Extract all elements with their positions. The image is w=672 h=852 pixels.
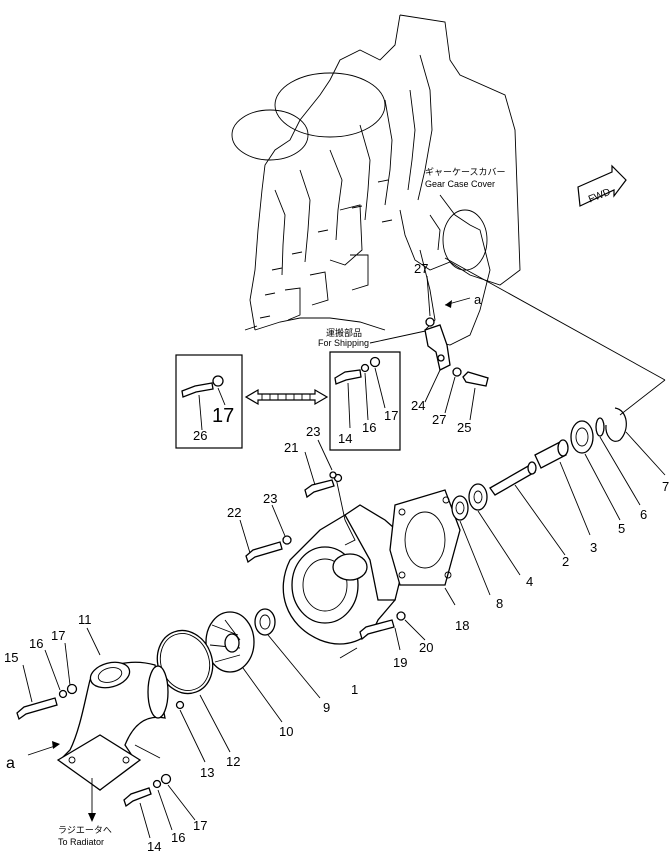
callout-20: 20	[419, 640, 433, 655]
callout-27-top: 27	[414, 261, 428, 276]
callout-17-left-box: 17	[212, 405, 234, 427]
seal-9	[254, 608, 321, 699]
callout-24: 24	[411, 398, 425, 413]
callout-25: 25	[457, 420, 471, 435]
radiator-label-jp: ラジエータへ	[58, 825, 112, 835]
callout-19: 19	[393, 655, 407, 670]
bearing-4	[468, 483, 488, 511]
callout-17-bottom: 17	[193, 818, 207, 833]
callout-12: 12	[226, 754, 240, 769]
callout-14-box: 14	[338, 431, 352, 446]
ring-6	[595, 417, 605, 437]
forward-direction-arrow: FWD	[577, 164, 627, 207]
gear-case-label-en: Gear Case Cover	[425, 179, 495, 189]
callout-11: 11	[78, 612, 92, 627]
gasket-18	[389, 489, 461, 606]
seal-8	[451, 495, 469, 521]
shipping-bracket	[424, 257, 666, 416]
interchange-arrow	[244, 388, 329, 406]
callout-13: 13	[200, 765, 214, 780]
engine-block	[231, 14, 521, 346]
callout-5: 5	[618, 521, 625, 536]
callout-7: 7	[662, 479, 669, 494]
shipping-label-jp: 運搬部品	[326, 327, 362, 338]
outlet-elbow-11	[56, 627, 169, 791]
bolt-19	[359, 619, 395, 641]
callout-8: 8	[496, 596, 503, 611]
bolt-21	[304, 479, 335, 499]
callout-4: 4	[526, 574, 533, 589]
washer-27-bottom	[452, 367, 462, 377]
fwd-label: FWD	[587, 187, 612, 206]
callout-17-box: 17	[384, 408, 398, 423]
left-detail-box	[175, 354, 243, 449]
shipping-label-en: For Shipping	[318, 338, 369, 348]
callout-14-bottom: 14	[147, 839, 161, 852]
bolt-14	[123, 787, 152, 808]
callout-16-bottom: 16	[171, 830, 185, 845]
view-a-marker-bottom: a	[6, 755, 15, 772]
callout-23-top: 23	[306, 424, 320, 439]
right-detail-box	[329, 351, 401, 451]
callout-21: 21	[284, 440, 298, 455]
gear-case-label-jp: ギャーケースカバー	[425, 167, 506, 177]
callout-17-left: 17	[51, 628, 65, 643]
bolt-15	[16, 697, 58, 721]
callout-numbers: 1 2 3 4 5 6 7 8 9 10 11 12 13 14 14 15 1…	[4, 261, 669, 852]
bearing-5	[570, 420, 594, 454]
callout-2: 2	[562, 554, 569, 569]
callout-10: 10	[279, 724, 293, 739]
callout-3: 3	[590, 540, 597, 555]
radiator-label-en: To Radiator	[58, 837, 104, 847]
callout-22: 22	[227, 505, 241, 520]
callout-23-mid: 23	[263, 491, 277, 506]
bolt-22	[245, 541, 283, 564]
shaft-assembly	[451, 407, 666, 596]
body-fasteners	[239, 451, 426, 651]
washer-27-top	[425, 317, 435, 327]
callout-16-left: 16	[29, 636, 43, 651]
callout-6: 6	[640, 507, 647, 522]
callout-26: 26	[193, 428, 207, 443]
callout-18: 18	[455, 618, 469, 633]
view-a-marker-top: a	[474, 292, 482, 307]
snap-ring-7	[605, 407, 627, 442]
callout-16-box: 16	[362, 420, 376, 435]
impeller-10	[205, 611, 283, 723]
callout-15: 15	[4, 650, 18, 665]
pump-body	[282, 477, 406, 659]
callout-9: 9	[323, 700, 330, 715]
bolt-25	[462, 371, 489, 387]
elbow-fasteners	[16, 642, 196, 839]
callout-1: 1	[351, 682, 358, 697]
plug-13	[175, 700, 185, 710]
callout-27-bottom: 27	[432, 412, 446, 427]
